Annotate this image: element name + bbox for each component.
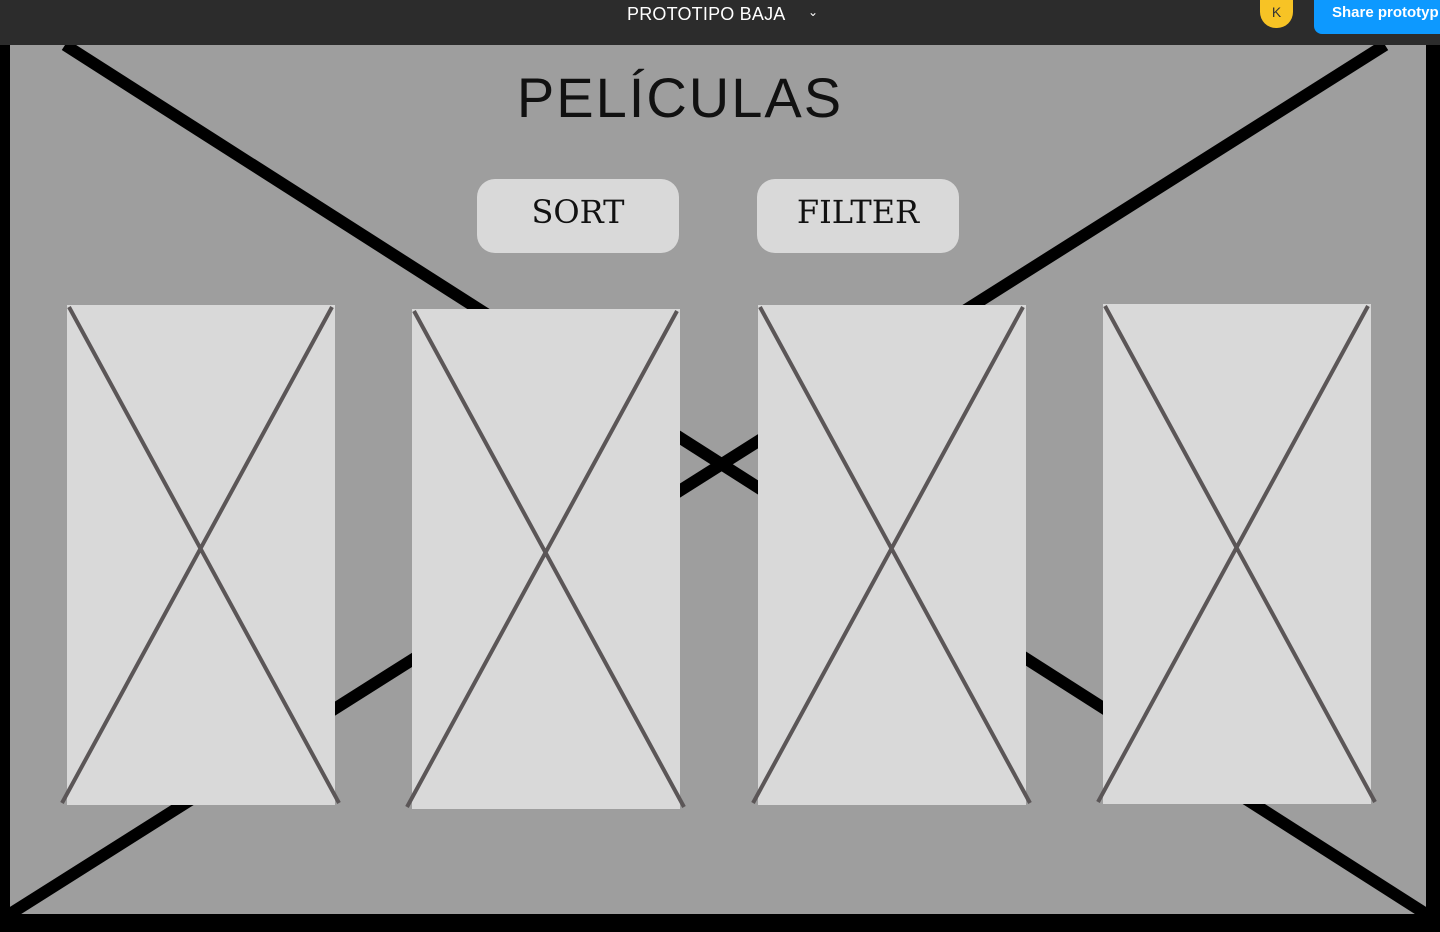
- chevron-down-icon[interactable]: ⌄: [807, 5, 819, 19]
- movie-card-4[interactable]: [1096, 304, 1377, 804]
- prototype-frame: PELÍCULAS SORT FILTER: [10, 45, 1426, 914]
- page-title: PELÍCULAS: [516, 66, 844, 129]
- image-placeholder-icon: [405, 310, 686, 808]
- top-bar: PROTOTIPO BAJA ⌄ K Share prototyp: [0, 0, 1440, 45]
- prototype-title[interactable]: PROTOTIPO BAJA: [627, 4, 786, 24]
- movie-card-1[interactable]: [60, 305, 341, 805]
- image-placeholder-icon: [751, 306, 1032, 804]
- movie-card-2[interactable]: [405, 309, 686, 809]
- image-placeholder-icon: [60, 306, 341, 804]
- filter-button[interactable]: FILTER: [757, 179, 959, 253]
- share-prototype-button[interactable]: Share prototyp: [1314, 0, 1440, 34]
- avatar[interactable]: K: [1260, 0, 1293, 28]
- image-placeholder-icon: [1096, 305, 1377, 803]
- movie-card-3[interactable]: [751, 305, 1032, 805]
- sort-button[interactable]: SORT: [477, 179, 679, 253]
